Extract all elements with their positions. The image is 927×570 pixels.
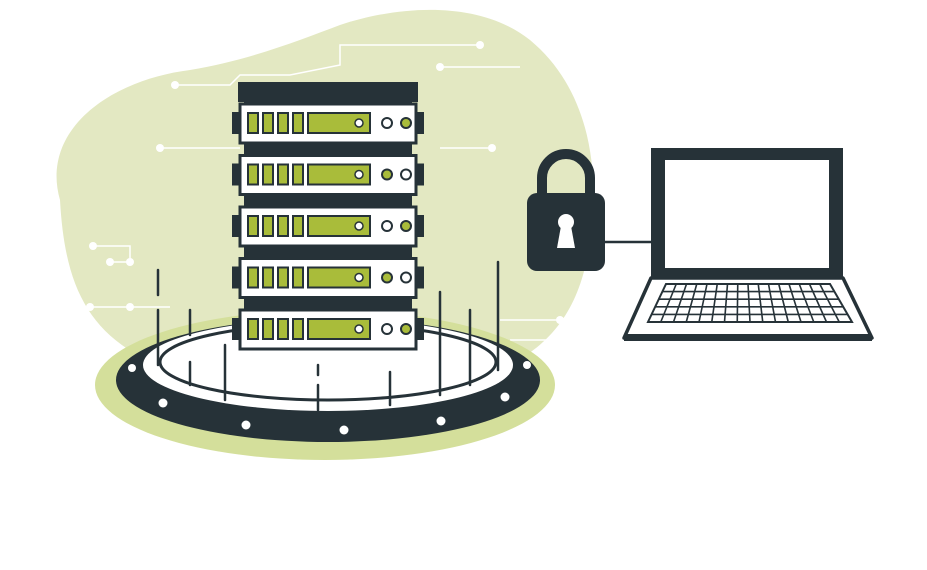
drive-slot [262, 215, 274, 237]
drive-slot [292, 318, 304, 340]
laptop-keyboard [646, 283, 854, 323]
padlock-icon [527, 149, 605, 271]
portal-ring-inner-white [143, 319, 513, 411]
server-unit [232, 154, 424, 196]
drive-slot [262, 318, 274, 340]
display-panel [307, 112, 371, 134]
drive-slot [277, 266, 289, 289]
drive-slot [262, 266, 274, 289]
drive-slot [277, 112, 289, 134]
status-led [400, 271, 412, 284]
display-panel [307, 163, 371, 186]
drive-slot [292, 215, 304, 237]
status-led [400, 168, 412, 181]
status-led [400, 117, 412, 129]
status-led [381, 220, 393, 232]
display-panel [307, 318, 371, 340]
drive-slot [247, 112, 259, 134]
display-panel [307, 215, 371, 237]
server-unit [232, 257, 424, 299]
ring-bolts [128, 361, 531, 435]
server-units [232, 102, 424, 351]
light-beams [156, 260, 500, 412]
laptop-screen [665, 160, 829, 268]
drive-slot [277, 318, 289, 340]
drive-slot [262, 163, 274, 186]
server-rack-top [238, 82, 418, 102]
status-led [381, 117, 393, 129]
server-unit [232, 205, 424, 248]
drive-slot [247, 266, 259, 289]
display-panel [307, 266, 371, 289]
drive-slot [277, 215, 289, 237]
drive-slot [247, 163, 259, 186]
drive-slot [247, 318, 259, 340]
drive-slot [292, 266, 304, 289]
laptop-icon [622, 148, 874, 341]
status-led [381, 168, 393, 181]
drive-slot [292, 112, 304, 134]
drive-slot [277, 163, 289, 186]
drive-slot [262, 112, 274, 134]
drive-slot [247, 215, 259, 237]
circuit-lines [90, 44, 560, 350]
circuit-nodes [86, 41, 564, 353]
status-led [400, 323, 412, 335]
drive-slot [292, 163, 304, 186]
server-unit [232, 102, 424, 145]
status-led [381, 271, 393, 284]
status-led [381, 323, 393, 335]
status-led [400, 220, 412, 232]
server-unit [232, 308, 424, 351]
